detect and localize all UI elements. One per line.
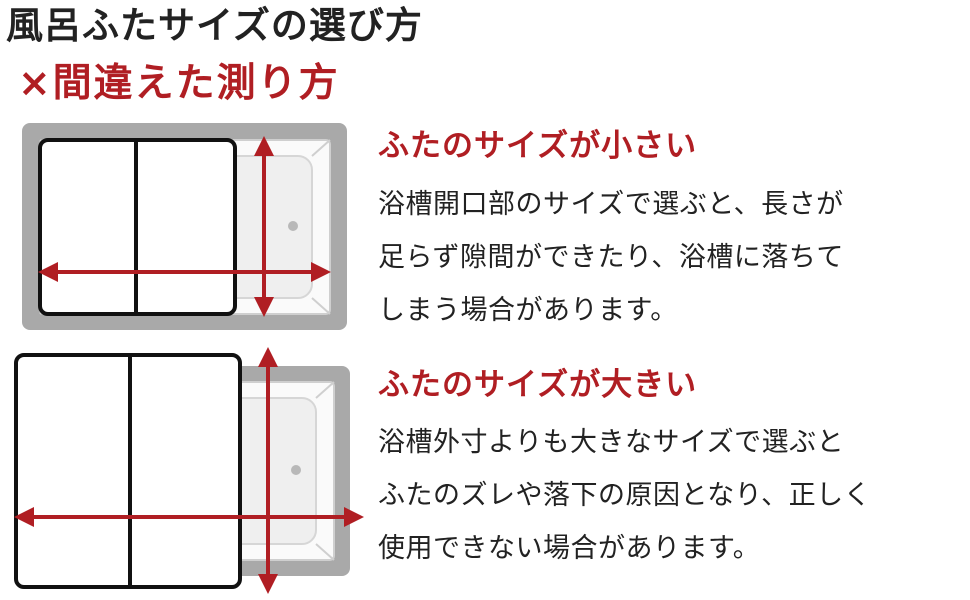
description-line: 浴槽外寸よりも大きなサイズで選ぶと (378, 427, 845, 458)
description-line: 浴槽開口部のサイズで選ぶと、長さが (378, 189, 844, 220)
drain-icon (288, 221, 298, 231)
diagram-lid-too-small (22, 123, 347, 330)
case-title-lid-too-large: ふたのサイズが大きい (378, 367, 698, 403)
description-line: 使用できない場合があります。 (378, 533, 761, 564)
diagram-lid-too-large (14, 347, 364, 594)
case-description-lid-too-large: 浴槽外寸よりも大きなサイズで選ぶと ふたのズレや落下の原因となり、正しく 使用で… (378, 416, 963, 575)
drain-icon (291, 465, 301, 475)
page-title: 風呂ふたサイズの選び方 (6, 4, 423, 47)
description-line: しまう場合があります。 (378, 295, 678, 326)
bath-lid-large (14, 353, 242, 589)
section-heading-wrong-method: ×間違えた測り方 (18, 61, 340, 106)
description-line: ふたのズレや落下の原因となり、正しく (378, 480, 872, 511)
case-description-lid-too-small: 浴槽開口部のサイズで選ぶと、長さが 足らず隙間ができたり、浴槽に落ちて しまう場… (378, 178, 963, 337)
description-line: 足らず隙間ができたり、浴槽に落ちて (378, 242, 844, 273)
case-title-lid-too-small: ふたのサイズが小さい (378, 128, 698, 164)
